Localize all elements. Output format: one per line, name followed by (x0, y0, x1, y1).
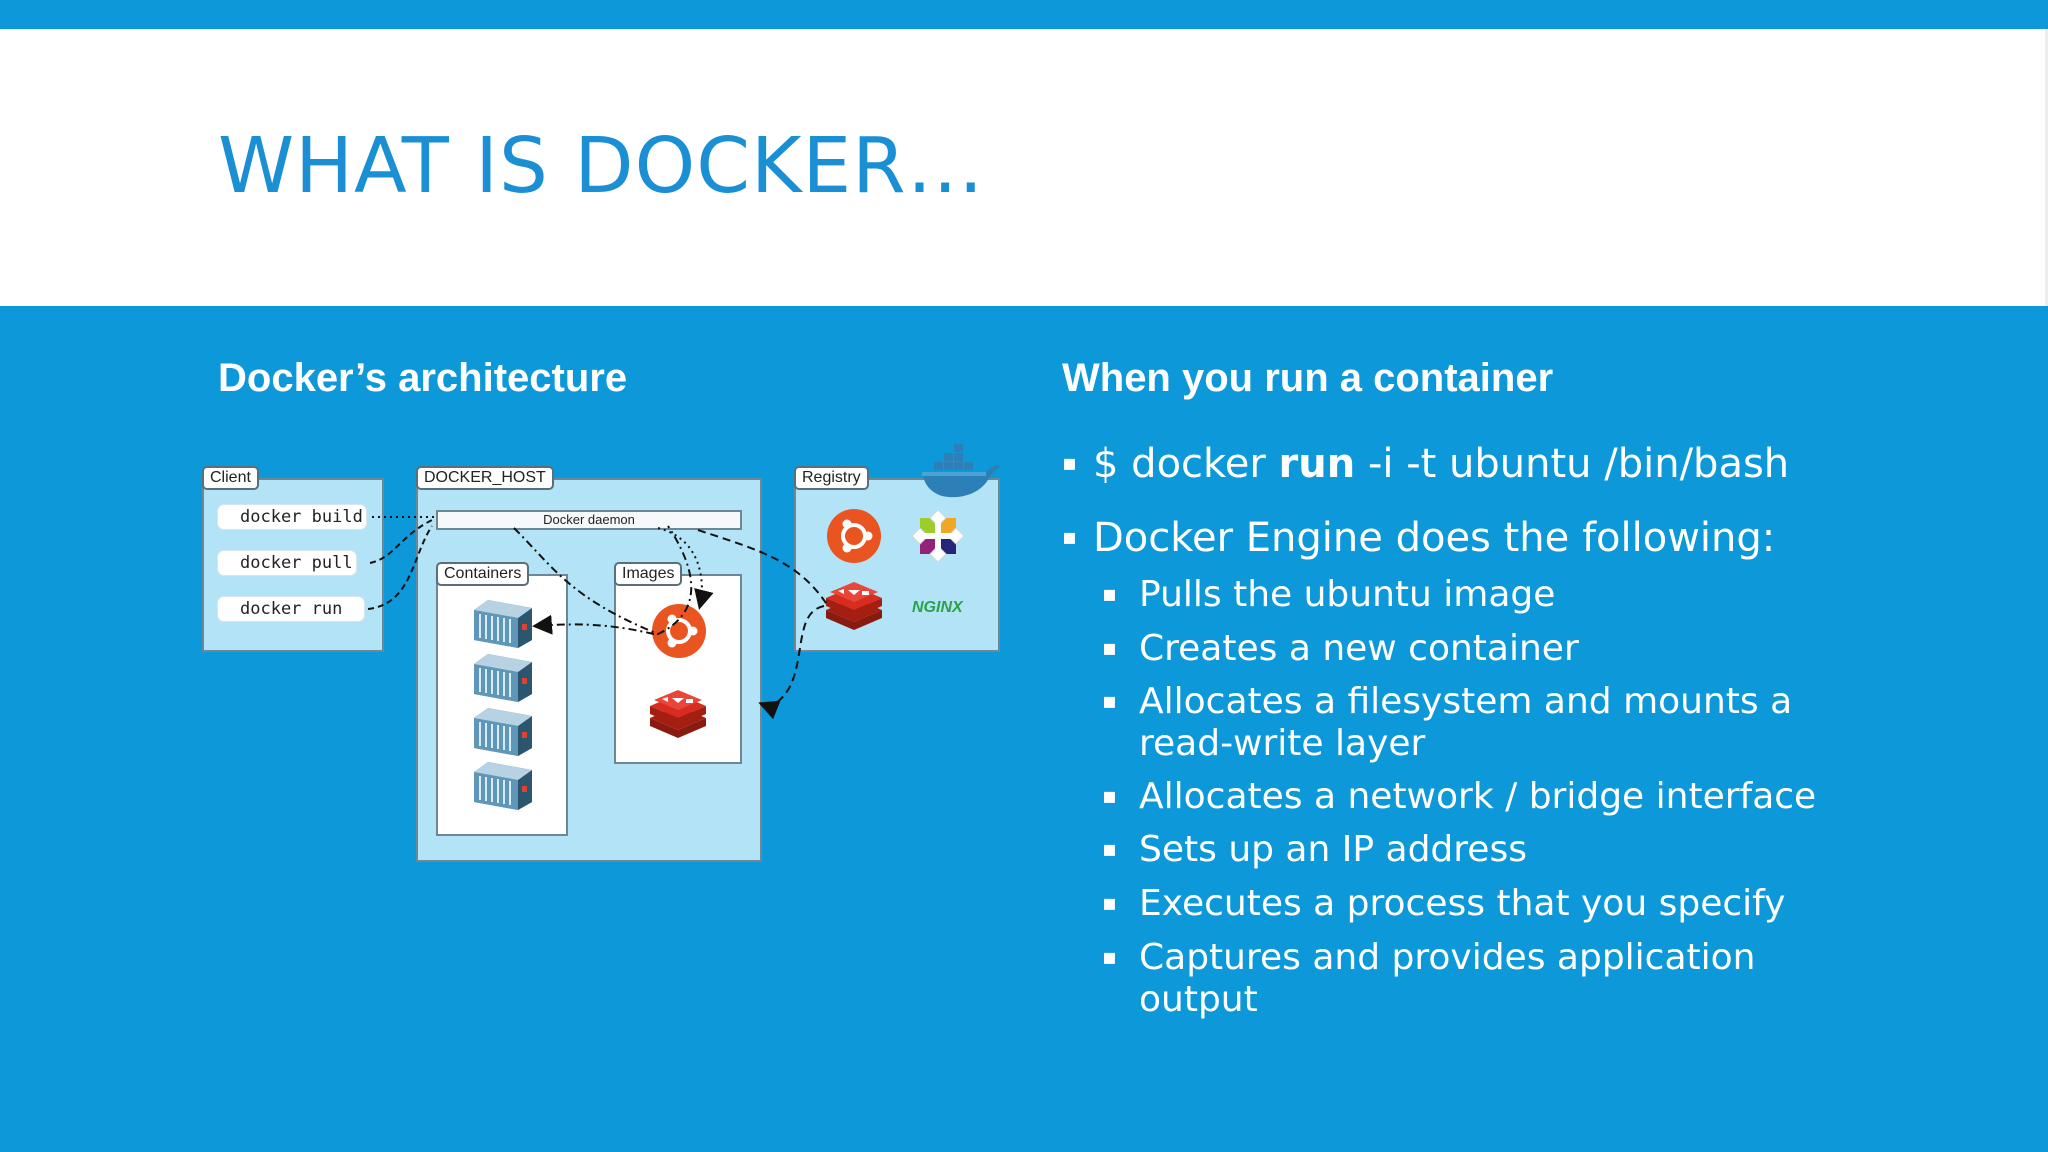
bullet-marker: ▪ (1102, 689, 1117, 714)
architecture-heading: Docker’s architecture (218, 356, 628, 400)
command-prefix: docker (1131, 441, 1266, 487)
registry-box (794, 478, 1000, 652)
diagram-graphics: NGINX (367, 444, 1000, 811)
redis-icon (650, 690, 706, 738)
bullet-marker: ▪ (1062, 451, 1077, 476)
redis-logo (826, 582, 882, 630)
client-label: Client (202, 466, 259, 490)
step-text: Captures and provides application (1139, 937, 1756, 978)
slide-title: WHAT IS DOCKER… (218, 122, 985, 211)
engine-heading: Docker Engine does the following: (1093, 515, 1776, 561)
docker-build-command: docker build (218, 505, 366, 529)
docker-host-label: DOCKER_HOST (416, 466, 554, 490)
images-label: Images (614, 562, 683, 586)
bullet-marker: ▪ (1102, 837, 1117, 862)
container-icon (473, 761, 533, 811)
ubuntu-icon (650, 602, 708, 660)
command-keyword: run (1278, 441, 1356, 487)
command-args: -i -t ubuntu /bin/bash (1367, 441, 1790, 487)
bullet-marker: ▪ (1102, 891, 1117, 916)
container-icon (473, 653, 533, 703)
centos-logo (911, 509, 965, 563)
shell-prompt: $ (1093, 441, 1119, 487)
containers-label: Containers (436, 562, 530, 586)
top-accent-strip (0, 0, 2048, 29)
docker-run-command-line: $ docker run -i -t ubuntu /bin/bash (1093, 440, 1789, 488)
bullet-marker: ▪ (1062, 525, 1077, 550)
bullet-marker: ▪ (1102, 945, 1117, 970)
container-icon (473, 599, 533, 649)
container-icon (473, 707, 533, 757)
bullet-marker: ▪ (1102, 636, 1117, 661)
ubuntu-logo (825, 507, 883, 565)
docker-architecture-diagram: Client docker build docker pull docker r… (198, 440, 1004, 870)
step-text: Allocates a filesystem and mounts a (1139, 681, 1793, 722)
docker-run-command: docker run (218, 597, 364, 621)
step-text: output (1139, 979, 1258, 1020)
step-text: Sets up an IP address (1139, 829, 1527, 870)
registry-label: Registry (794, 466, 869, 490)
step-text: read-write layer (1139, 723, 1426, 764)
docker-whale-icon (922, 444, 1000, 498)
title-band (0, 29, 2048, 306)
step-text: Creates a new container (1139, 628, 1579, 669)
step-text: Allocates a network / bridge interface (1139, 776, 1817, 817)
bullet-marker: ▪ (1102, 784, 1117, 809)
docker-pull-command: docker pull (218, 551, 356, 575)
step-text: Executes a process that you specify (1139, 883, 1786, 924)
docker-daemon-bar: Docker daemon (436, 510, 742, 530)
run-container-heading: When you run a container (1062, 356, 1554, 400)
step-text: Pulls the ubuntu image (1139, 574, 1556, 615)
nginx-logo: NGINX (912, 599, 964, 616)
bullet-marker: ▪ (1102, 582, 1117, 607)
